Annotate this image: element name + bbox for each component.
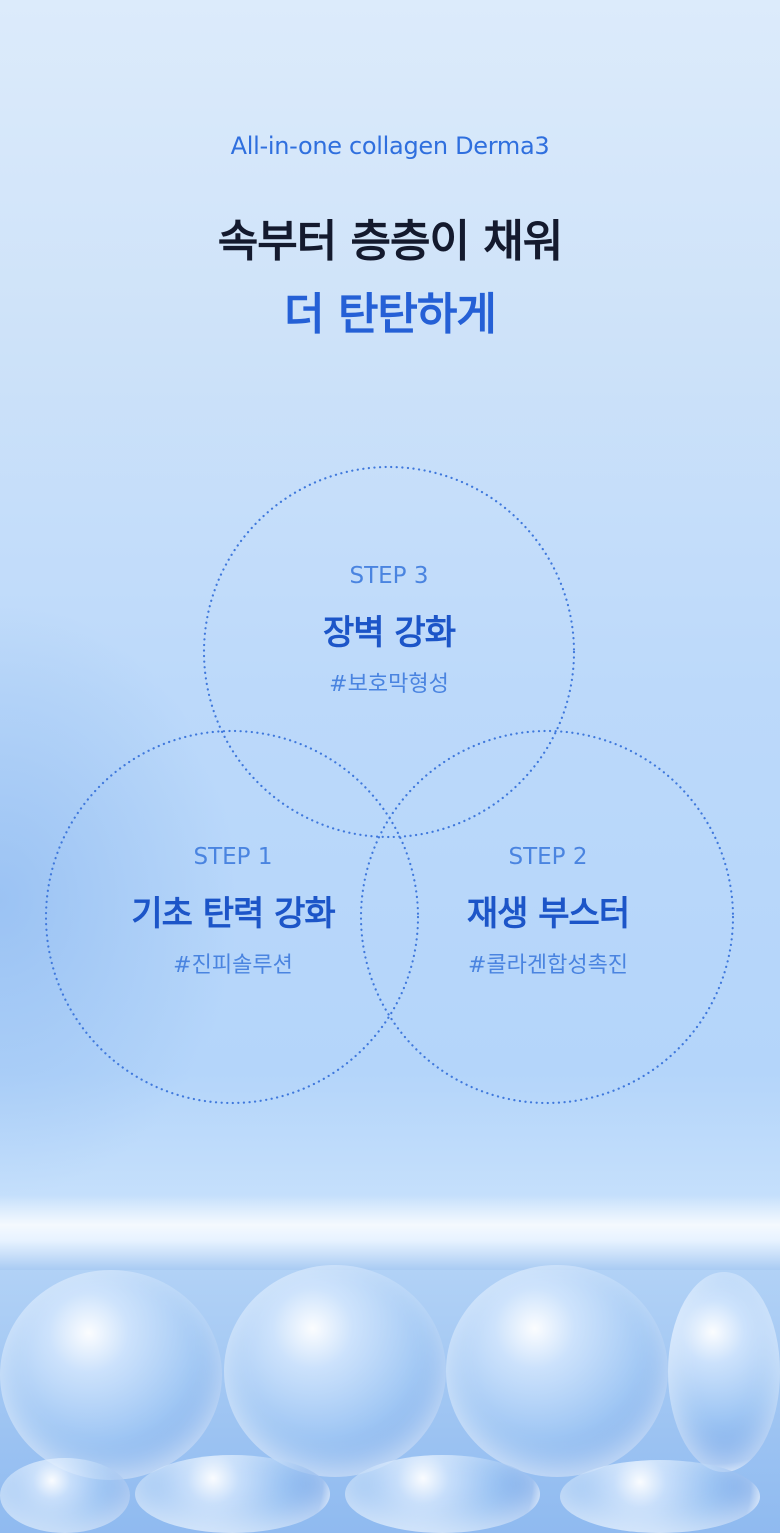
step-title: 재생 부스터 (466, 894, 630, 934)
step-label: STEP 2 (508, 844, 588, 870)
circle-step3 (202, 465, 576, 839)
step-3: STEP 3 장벽 강화 #보호막형성 (239, 563, 539, 698)
step-1: STEP 1 기초 탄력 강화 #진피솔루션 (83, 844, 383, 979)
headline-line1: 속부터 층층이 채워 (217, 216, 563, 267)
step-label: STEP 3 (349, 563, 429, 589)
collagen-sphere (224, 1265, 446, 1477)
collagen-sphere (345, 1455, 540, 1533)
step-title: 장벽 강화 (323, 613, 456, 653)
collagen-sphere (668, 1272, 780, 1472)
collagen-sphere (0, 1458, 130, 1533)
circle-step2 (359, 729, 735, 1105)
headline-line2: 더 탄탄하게 (284, 289, 497, 340)
step-title: 기초 탄력 강화 (131, 894, 335, 934)
step-label: STEP 1 (193, 844, 273, 870)
step-tag: #보호막형성 (329, 672, 449, 697)
step-tag: #진피솔루션 (173, 953, 293, 978)
step-2: STEP 2 재생 부스터 #콜라겐합성촉진 (398, 844, 698, 979)
collagen-sphere (0, 1270, 222, 1480)
collagen-sphere (560, 1460, 760, 1533)
step-tag: #콜라겐합성촉진 (467, 953, 629, 978)
collagen-sphere (446, 1265, 668, 1477)
glass-ledge (0, 1195, 780, 1270)
subtitle: All-in-one collagen Derma3 (230, 132, 550, 160)
collagen-sphere (135, 1455, 330, 1533)
circle-step1 (44, 729, 420, 1105)
